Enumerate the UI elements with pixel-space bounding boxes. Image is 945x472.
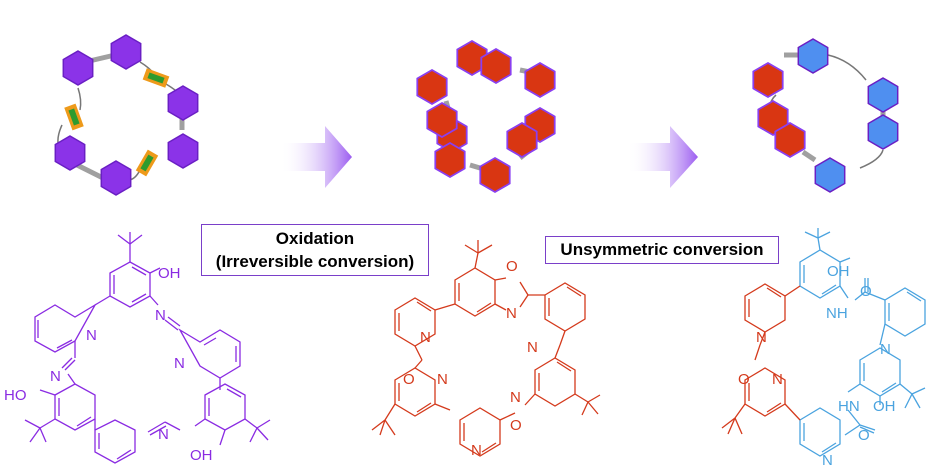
structure-imine-macrocycle (24, 232, 271, 464)
structure-oxazole-macrocycle (371, 240, 601, 457)
cartoon-macrocycle-imine (54, 34, 199, 196)
cartoon-macrocycle-mixed (752, 38, 899, 193)
atom-hn-bottom: HN (838, 398, 860, 415)
atom-n-left-oxazole: N (437, 371, 448, 388)
atom-n-pyridine-left: N (756, 329, 767, 346)
atom-o-oxazole: O (738, 371, 750, 388)
atom-n-imine-top: N (155, 307, 166, 324)
atom-n-top-oxazole: N (506, 305, 517, 322)
atom-o-left: O (403, 371, 415, 388)
atom-o-carbonyl-top: O (860, 283, 872, 300)
structure-3-atoms: OH O NH N HN OH O N N O N (738, 263, 896, 469)
oxidation-sublabel: (Irreversible conversion) (215, 252, 415, 271)
atom-oh-top: OH (827, 263, 850, 280)
atom-n-pyridine-right: N (527, 339, 538, 356)
atom-oh-bottom: OH (190, 447, 213, 464)
atom-o-right: O (510, 417, 522, 434)
atom-oh-top: OH (158, 265, 181, 282)
atom-o-top: O (506, 258, 518, 275)
atom-n-pyridine-right: N (174, 355, 185, 372)
structure-2-atoms: O N N N O N N N O (403, 258, 538, 459)
atom-n-pyridine-right: N (880, 341, 891, 358)
atom-n-pyridine-bottom: N (471, 442, 482, 459)
atom-ho-left: HO (4, 387, 27, 404)
oxidation-label-box: Oxidation (Irreversible conversion) (201, 224, 429, 276)
imine-linkers (64, 68, 170, 177)
structure-mixed-macrocycle (721, 228, 926, 457)
atom-o-carbonyl-bottom: O (858, 427, 870, 444)
atom-n-imine-bottom: N (158, 426, 169, 443)
atom-n-imine-left: N (50, 368, 61, 385)
reaction-arrow-2 (627, 126, 698, 188)
unsymmetric-label-box: Unsymmetric conversion (545, 236, 779, 264)
atom-n-pyridine-bottom: N (822, 452, 833, 469)
cartoon-macrocycle-oxazole (416, 40, 556, 193)
oxidation-label: Oxidation (275, 229, 355, 248)
atom-n-pyridine-left: N (86, 327, 97, 344)
atom-n-oxazole: N (772, 371, 783, 388)
atom-n-pyridine-left: N (420, 329, 431, 346)
structure-1-atoms: OH N N N N HO N OH (4, 265, 213, 464)
atom-nh-top: NH (826, 305, 848, 322)
unsymmetric-label: Unsymmetric conversion (560, 240, 764, 259)
atom-n-right-oxazole: N (510, 389, 521, 406)
atom-oh-bottom: OH (873, 398, 896, 415)
reaction-arrow-1 (280, 126, 352, 188)
